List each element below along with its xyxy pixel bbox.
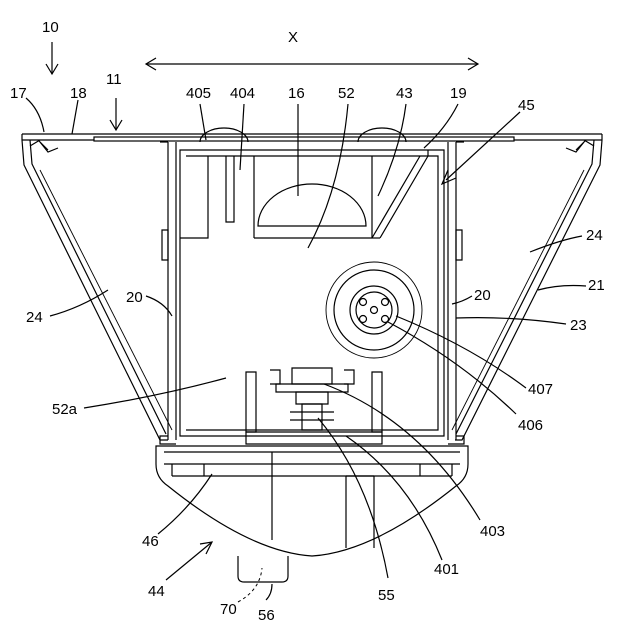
label-16: 16 <box>288 85 305 102</box>
label-19: 19 <box>450 85 467 102</box>
label-406: 406 <box>518 417 543 434</box>
label-56: 56 <box>258 607 275 624</box>
led-domes <box>200 128 406 226</box>
label-404: 404 <box>230 85 255 102</box>
label-55: 55 <box>378 587 395 604</box>
label-23: 23 <box>570 317 587 334</box>
label-43: 43 <box>396 85 413 102</box>
label-405: 405 <box>186 85 211 102</box>
connector-23 <box>326 262 422 358</box>
label-24-right: 24 <box>586 227 603 244</box>
label-46: 46 <box>142 533 159 550</box>
label-20-left: 20 <box>126 289 143 306</box>
label-24-left: 24 <box>26 309 43 326</box>
top-plate <box>22 134 602 152</box>
socket-56 <box>238 556 288 582</box>
label-x: X <box>288 29 298 46</box>
label-17: 17 <box>10 85 27 102</box>
label-44: 44 <box>148 583 165 600</box>
label-70: 70 <box>220 601 237 618</box>
label-52a: 52a <box>52 401 78 418</box>
reference-labels: 10 X 17 18 11 405 404 16 52 43 19 45 24 … <box>10 19 605 624</box>
label-52: 52 <box>338 85 355 102</box>
label-401: 401 <box>434 561 459 578</box>
label-20-right: 20 <box>474 287 491 304</box>
lower-cap <box>156 446 468 556</box>
label-45: 45 <box>518 97 535 114</box>
label-10: 10 <box>42 19 59 36</box>
label-407: 407 <box>528 381 553 398</box>
screw-bracket <box>246 368 382 444</box>
label-11: 11 <box>106 71 122 88</box>
label-403: 403 <box>480 523 505 540</box>
label-18: 18 <box>70 85 87 102</box>
label-21: 21 <box>588 277 605 294</box>
